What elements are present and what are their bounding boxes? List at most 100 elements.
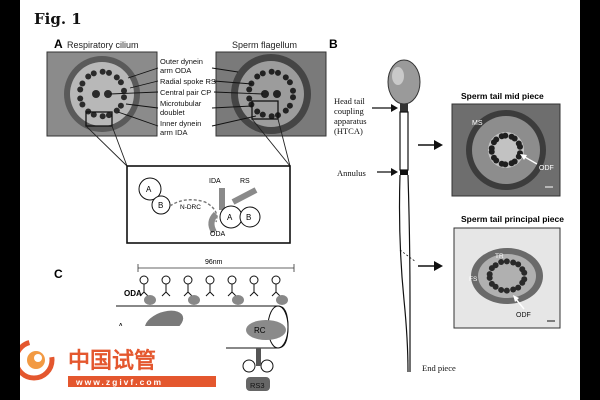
mid-odf-label: ODF [539,165,554,172]
inset-tubule-b-left: B [158,201,163,210]
microtubule-dot [488,280,495,287]
microtubule-dot [259,70,266,77]
microtubule-dot [290,94,296,101]
microtubule-dot [492,262,499,269]
oda-complex [161,275,171,297]
mid-ms-label: MS [472,120,483,127]
microtubule-dot [510,286,517,293]
annotation-cp: Central pair CP [160,88,211,97]
panel-c-letter: C [54,267,63,281]
microtubule-dot [79,101,86,108]
figure-title: Fig. 1 [34,10,82,28]
annotation-oda-line1: Outer dynein [160,57,203,66]
annotation-mt-line1: Microtubular [160,99,202,108]
microtubule-dot [503,287,510,294]
microtubule-dot [282,74,289,81]
microtubule-dot [254,108,261,115]
annotation-ida-line2: arm IDA [160,128,188,137]
microtubule-dot [259,111,266,118]
microtubule-dot [99,113,106,120]
panel-a-letter: A [54,37,63,51]
oda-complex [227,275,244,305]
sperm-cell-diagram [387,59,421,373]
microtubule-dot [290,87,296,94]
annotation-leader-lines [109,67,264,127]
oda-complex [183,275,200,305]
annotation-mt-line2: doublet [160,108,186,117]
microtubule-dot [490,154,497,161]
repeat-length-label: 96nm [205,259,223,266]
microtubule-dot [515,261,522,268]
microtubule-dot [508,160,515,167]
microtubule-dot [502,132,509,139]
panel-b-letter: B [329,37,338,51]
rc-label: RC [254,326,266,335]
microtubule-dot [105,112,112,119]
axoneme-inset: A B A B IDA RS N-DRC ODA [126,165,291,244]
microtubule-dot [510,259,517,266]
microtubule-dot [519,266,526,273]
principal-tr-label: TR [495,253,504,260]
inset-ndrc: N-DRC [180,204,201,211]
annotation-oda-line2: arm ODA [160,66,191,75]
zoom-lines [85,118,291,167]
inset-tubule-a-left: A [146,185,152,194]
microtubule-dot [121,87,127,94]
microtubule-dot [246,95,253,102]
mid-piece-micrograph: MS ODF [451,103,561,197]
microtubule-dot [286,79,293,86]
cilium-label: Respiratory cilium [67,40,139,50]
inset-tubule-b-right: B [246,213,251,222]
microtubule-dot [515,284,522,291]
microtubule-dot [498,160,505,167]
panel-b-arrows [372,104,443,271]
microtubule-dot [90,70,97,77]
inset-rs: RS [240,178,250,185]
microtubule-dot [121,94,127,101]
oda-complex [249,275,259,297]
microtubule-dot [286,102,293,109]
microtubule-dot [90,111,97,118]
htca-label-line4: (HTCA) [334,126,363,136]
watermark-logo-icon [20,339,55,381]
rs3-label: RS3 [250,381,265,390]
microtubule-dot [488,145,495,152]
inset-tubule-a-right: A [227,213,233,222]
microtubule-dot [99,68,106,75]
htca-label-line2: coupling [334,106,364,116]
microtubule-dot [274,69,281,76]
microtubule-dot [268,68,275,75]
flagellum-micrograph [215,51,327,137]
mid-piece-title: Sperm tail mid piece [461,91,544,101]
inset-oda: ODA [210,231,226,238]
oda-complex [205,275,215,297]
panel-c-oda-label: ODA [124,289,142,298]
microtubule-dot [515,153,522,160]
principal-piece-title: Sperm tail principal piece [461,214,564,224]
microtubule-dot [85,73,92,80]
watermark-url: www.zgivf.com [75,377,163,387]
microtubule-dot [117,102,124,109]
principal-odf-label: ODF [516,312,531,319]
inset-ida: IDA [209,178,221,185]
microtubule-dot [254,73,261,80]
watermark-logo-text: 中国试管 [68,348,156,373]
microtubule-dot [117,79,124,86]
microtubule-dot [503,258,510,265]
microtubule-dot [105,69,112,76]
annulus-label: Annulus [337,168,366,178]
microtubule-dot [248,80,255,87]
microtubule-dot [268,113,275,120]
flagellum-label: Sperm flagellum [232,40,297,50]
watermark: 中国试管 www.zgivf.com [20,326,226,400]
htca-label-line3: apparatus [334,116,367,126]
end-piece-label: End piece [422,363,456,373]
principal-piece-micrograph: TR FS ODF [453,227,561,329]
annotation-rs: Radial spoke RS [160,77,216,86]
annotation-ida-line1: Inner dynein [160,119,201,128]
microtubule-dot [79,80,86,87]
microtubule-dot [77,95,84,102]
microtubule-dot [493,136,500,143]
microtubule-dot [246,86,253,93]
figure-canvas: A Respiratory cilium Sperm flagellum Out… [20,37,564,400]
